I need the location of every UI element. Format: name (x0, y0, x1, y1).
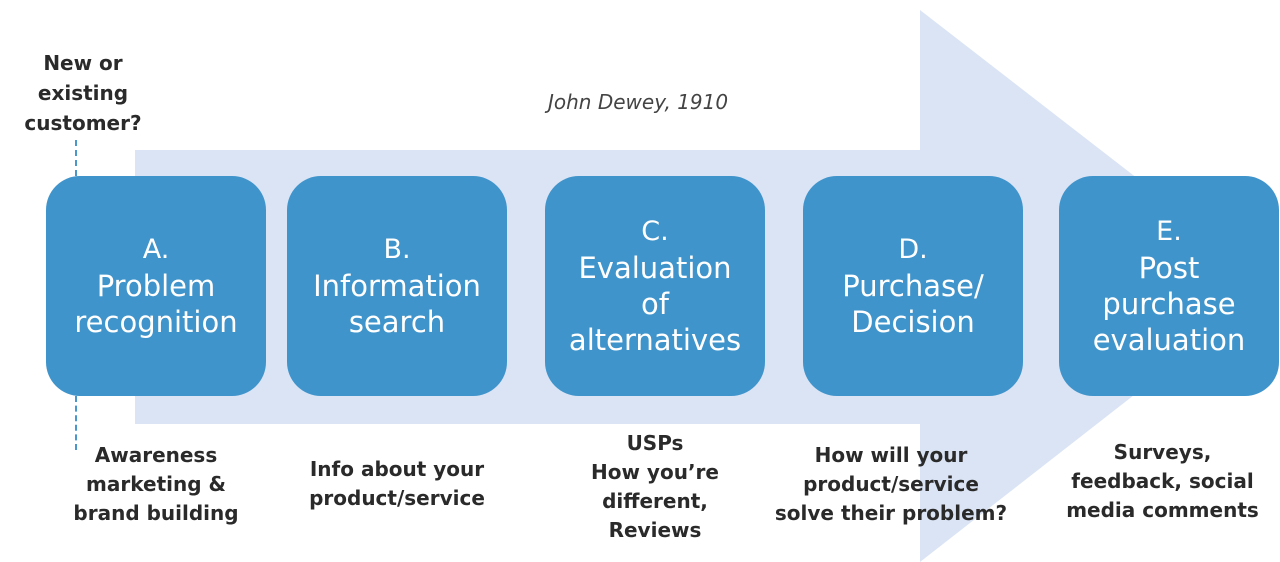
stage-d-note: How will your product/service solve thei… (774, 443, 1008, 525)
stage-b-information-search: B. Information search (287, 176, 507, 396)
stage-letter: E. (1156, 216, 1182, 247)
stage-c-note: USPs How you’re different, Reviews (591, 431, 719, 542)
stage-title: Problem recognition (74, 269, 238, 339)
stage-title: Information search (313, 269, 481, 339)
stage-d-purchase-decision: D. Purchase/ Decision (803, 176, 1023, 396)
stage-c-evaluation-of-alternatives: C. Evaluation of alternatives (545, 176, 765, 396)
attribution: John Dewey, 1910 (548, 90, 729, 114)
dashed-connector-top (75, 140, 77, 176)
stage-e-note: Surveys, feedback, social media comments (1066, 440, 1259, 522)
stage-title: Evaluation of alternatives (568, 251, 742, 357)
stage-a-problem-recognition: A. Problem recognition (46, 176, 266, 396)
customer-question: New or existing customer? (24, 51, 142, 135)
stage-title: Purchase/ Decision (842, 269, 984, 339)
stage-b-note: Info about your product/service (309, 457, 485, 510)
stage-a-note: Awareness marketing & brand building (73, 443, 239, 525)
stage-e-post-purchase-evaluation: E. Post purchase evaluation (1059, 176, 1279, 396)
stage-letter: C. (641, 216, 669, 247)
stage-letter: B. (383, 234, 411, 265)
stage-title: Post purchase evaluation (1092, 251, 1246, 357)
stage-letter: A. (142, 234, 170, 265)
stage-letter: D. (898, 234, 928, 265)
dashed-connector-bottom (75, 396, 77, 450)
